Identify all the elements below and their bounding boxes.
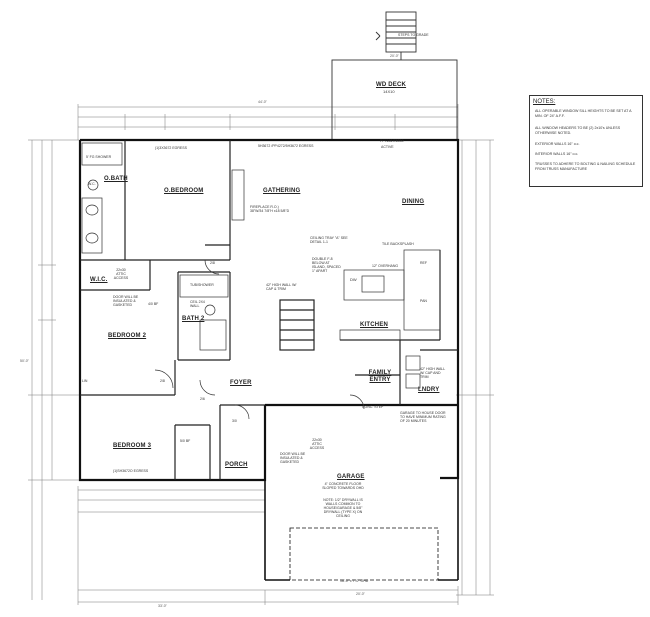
dim-garage: 20'-0" (356, 592, 365, 596)
egress-window-o-bedroom: (1)3X3672 EGRESS (155, 146, 187, 150)
tile-backsplash-note: TILE BACKSPLASH (382, 242, 414, 246)
dim-top-deck: 20'-0" (390, 54, 399, 58)
pantry-label: PAN (420, 299, 427, 303)
concrete-step-label: CONC. STEP (362, 405, 384, 409)
room-label-laundry: LNDRY (418, 387, 440, 393)
room-label-bath-2: BATH 2 (182, 316, 205, 322)
deck-size-label: 14X10 (383, 89, 395, 94)
active-door-label: ACTIVE (381, 145, 394, 149)
door-size-26: 2/6 (200, 397, 205, 401)
tub-shower-label: TUB/SHOWER (190, 283, 214, 287)
door-size-30: 3/0 (232, 419, 237, 423)
overhead-door-label: 16'-0" x 7'-0" OHD (340, 579, 369, 583)
steps-to-grade-label: STEPS TO GRADE (398, 33, 429, 37)
drywall-note: NOTE: 1/2" DRYWALL IS WALLS COMMON TO HO… (323, 498, 363, 519)
room-label-gathering: GATHERING (263, 188, 301, 194)
notes-title: NOTES: (533, 99, 556, 105)
bifold-door-label: 4/0 BF (148, 302, 159, 306)
note-item: INTERIOR WALLS 16" o.c. (535, 152, 579, 156)
room-label-family-entry: FAMILY ENTRY (368, 370, 392, 383)
high-wall-note-2: 42" HIGH WALL W/ CAP AND TRIM (420, 367, 446, 380)
dim-side-left: 50'-0" (20, 359, 29, 363)
insulated-door-note-2: DOOR WILL BE INSULATED & GASKETED (280, 452, 306, 465)
room-label-wic: W.I.C. (90, 277, 108, 283)
fireplace-note: FIREPLACE R.O.) 38"W/34 7/8"H x18 5/8"D (250, 205, 290, 214)
door-size-28a: 2/8 (210, 261, 215, 265)
room-label-o-bath: O.BATH (104, 176, 128, 182)
high-wall-note: 42" HIGH WALL W/ CAP & TRIM (266, 283, 297, 292)
egress-window-bedroom-3: (1)SH3672O EGRESS (113, 469, 149, 473)
attic-access-1: 22x30 ATTIC ACCESS (113, 268, 129, 281)
fixtures (81, 142, 441, 420)
ceil-wall-note: CEIL 2X4 WALL (190, 300, 205, 309)
room-label-garage: GARAGE (337, 474, 365, 480)
garage-door-rating-note: GARAGE TO HOUSE DOOR TO HAVE MINIMUM RAT… (400, 411, 446, 424)
room-label-o-bedroom: O.BEDROOM (164, 188, 204, 194)
room-label-kitchen: KITCHEN (360, 322, 389, 328)
garage-outline (264, 405, 459, 581)
room-label-foyer: FOYER (230, 380, 252, 386)
deck-outline (331, 11, 458, 141)
notes-panel: NOTES: ALL OPERABLE WINDOW SILL HEIGHTS … (529, 95, 643, 187)
room-label-porch: PORCH (225, 462, 248, 468)
door-size-28b: 2/8 (160, 379, 165, 383)
room-label-wd-deck: WD DECK (376, 82, 407, 88)
room-label-dining: DINING (402, 199, 425, 205)
shower-label: 5' FG SHOWER (86, 155, 112, 159)
egress-window-gathering: 5H3672 /PP4272/5H3672 EGRESS (258, 144, 314, 148)
dim-top-overall: 44'-0" (258, 100, 267, 104)
dim-bottom: 33'-0" (158, 604, 167, 608)
overhang-note: 12" OVERHANG (372, 264, 399, 268)
dimension-lines (28, 104, 494, 605)
attic-access-2: 22x30 ATTIC ACCESS (309, 438, 325, 451)
water-closet-label: W.C. (88, 182, 96, 186)
note-item: TRUSSES TO ADHERE TO BOLTING & NAILING S… (535, 162, 636, 171)
room-label-bedroom-3: BEDROOM 3 (113, 443, 152, 449)
linen-label: LIN (82, 379, 88, 383)
note-item: ALL WINDOW HEADERS TO BE (2) 2x10's UNLE… (535, 126, 621, 135)
concrete-floor-note: 4" CONCRETE FLOOR SLOPED TOWARDS OHD (322, 482, 364, 491)
dishwasher-label: DW (350, 277, 357, 282)
fridge-label: REF (420, 261, 427, 265)
patio-door-label: PP7236 E6030 (380, 139, 404, 143)
note-item: EXTERIOR WALLS 16" o.c. (535, 142, 580, 146)
bifold-door-label-2: 5/0 BF (180, 439, 191, 443)
room-label-bedroom-2: BEDROOM 2 (108, 333, 147, 339)
note-item: ALL OPERABLE WINDOW SILL HEIGHTS TO BE S… (535, 109, 632, 118)
ceiling-tray-note: CEILING TRAY "A" SEE DETAIL 1-1 (310, 236, 348, 245)
insulated-door-note-1: DOOR WILL BE INSULATED & GASKETED (113, 295, 139, 308)
island-beam-note: DOUBLE F-8 BELOW AT ISLAND, SPACED 1" AP… (312, 257, 341, 274)
